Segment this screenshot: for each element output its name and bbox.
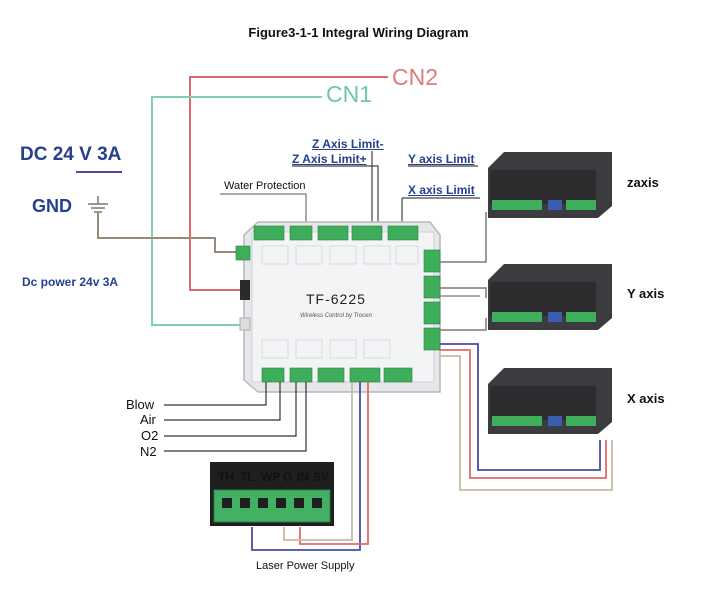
dc-power-note: Dc power 24v 3A [22, 275, 119, 289]
pin-g-label: G [283, 470, 293, 484]
controller-board [235, 221, 441, 393]
controller-subtitle: Wireless Control by Trocen [300, 313, 372, 319]
gas-blow-label: Blow [126, 397, 155, 412]
cn2-label: CN2 [392, 64, 439, 90]
dc-voltage-label: DC 24 V 3A [20, 144, 122, 165]
cn2-wire [189, 76, 388, 291]
gas-output-lines [164, 382, 307, 452]
x-motor-gray [440, 355, 613, 491]
x-motor-blue [440, 343, 601, 471]
water-protection-label: Water Protection [224, 180, 306, 192]
diagram-title: Figure3-1-1 Integral Wiring Diagram [248, 25, 469, 40]
driver-wire-z [440, 212, 487, 263]
driver-x [488, 368, 612, 434]
x-limit-label: X axis Limit [408, 183, 475, 197]
pin-th-label: TH [218, 470, 234, 484]
laser-power-connector [210, 462, 334, 526]
driver-y-label: Y axis [627, 286, 665, 301]
controller-model: TF-6225 [306, 291, 366, 307]
lps-gray-wire [283, 382, 353, 541]
pin-5v-label: 5V [314, 470, 329, 484]
cn1-wire [151, 96, 322, 326]
gnd-wire [97, 212, 244, 253]
gas-o2-label: O2 [141, 428, 159, 443]
pin-in-label: IN [297, 470, 309, 484]
ground-symbol [88, 196, 108, 213]
y-limit-label: Y axis Limit [408, 152, 475, 166]
right-terminals [423, 249, 441, 351]
cn1-label: CN1 [326, 81, 373, 107]
driver-x-label: X axis [627, 391, 665, 406]
driver-z-label: zaxis [627, 175, 659, 190]
top-terminals [253, 225, 419, 241]
lps-blue-wire [251, 382, 361, 551]
bottom-terminals [261, 367, 413, 383]
driver-wire-y [440, 287, 487, 298]
pin-tl-label: TL [240, 470, 255, 484]
left-terminal [235, 245, 251, 261]
gas-air-label: Air [140, 412, 156, 427]
z-limit-plus-line [292, 165, 379, 226]
x-motor-red [440, 349, 607, 479]
water-protection-line [220, 193, 307, 226]
lps-red-wire [299, 382, 369, 545]
gnd-label: GND [32, 196, 72, 216]
gas-n2-label: N2 [140, 444, 157, 459]
pin-wp-label: WP [261, 470, 281, 484]
driver-z [488, 152, 612, 218]
driver-wire-x [440, 318, 487, 331]
laser-power-supply-label: Laser Power Supply [256, 560, 355, 572]
z-limit-plus-label: Z Axis Limit+ [292, 152, 367, 166]
z-limit-minus-label: Z Axis Limit- [312, 137, 384, 151]
driver-y [488, 264, 612, 330]
